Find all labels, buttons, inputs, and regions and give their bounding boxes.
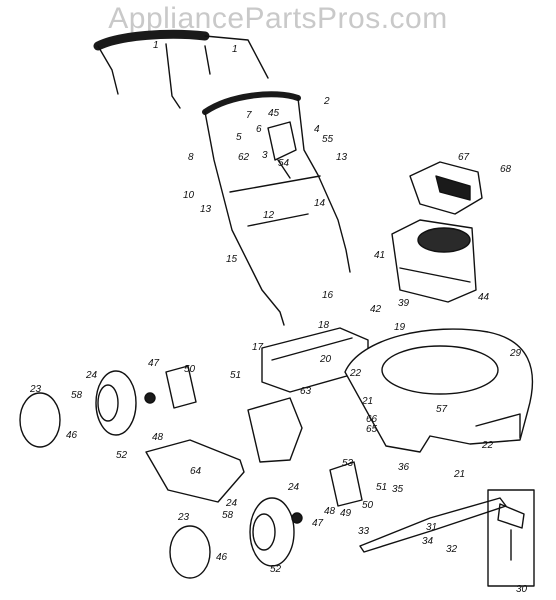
callout-68: 68 [500, 164, 512, 175]
callout-65: 65 [366, 424, 378, 435]
callout-63: 63 [300, 386, 312, 397]
callout-7: 7 [246, 110, 252, 121]
callout-15: 15 [226, 254, 238, 265]
engine [391, 219, 477, 303]
lower-handle [202, 91, 351, 326]
callout-42: 42 [370, 304, 382, 315]
callout-24: 24 [225, 498, 238, 509]
callout-47: 47 [148, 358, 160, 369]
callout-50: 50 [184, 364, 196, 375]
callout-23: 23 [29, 384, 42, 395]
callout-33: 33 [358, 526, 370, 537]
callout-48: 48 [152, 432, 164, 443]
callout-58: 58 [71, 390, 83, 401]
deflector [145, 397, 303, 503]
callout-54: 54 [278, 158, 290, 169]
callout-3: 3 [262, 150, 268, 161]
callout-66: 66 [366, 414, 378, 425]
callout-23: 23 [177, 512, 190, 523]
callout-46: 46 [216, 552, 228, 563]
callout-2: 2 [323, 96, 330, 107]
callout-48: 48 [324, 506, 336, 517]
rear-shield [261, 327, 369, 393]
callout-62: 62 [238, 152, 250, 163]
callout-46: 46 [66, 430, 78, 441]
callout-21: 21 [361, 396, 373, 407]
callout-32: 32 [446, 544, 458, 555]
callout-22: 22 [349, 368, 362, 379]
callout-5: 5 [236, 132, 242, 143]
callout-31: 31 [426, 522, 437, 533]
callout-22: 22 [481, 440, 494, 451]
engine-shroud [409, 161, 483, 215]
callout-6: 6 [256, 124, 262, 135]
throttle-control [267, 121, 297, 179]
callout-1: 1 [153, 40, 159, 51]
callout-51: 51 [376, 482, 387, 493]
upper-handle [93, 29, 269, 109]
callout-45: 45 [268, 108, 280, 119]
callout-52: 52 [270, 564, 282, 575]
callout-58: 58 [222, 510, 234, 521]
callout-20: 20 [319, 354, 332, 365]
callout-36: 36 [398, 462, 410, 473]
blade-adapter-detail [487, 489, 535, 587]
callout-51: 51 [230, 370, 241, 381]
callout-8: 8 [188, 152, 194, 163]
callout-50: 50 [362, 500, 374, 511]
callout-13: 13 [336, 152, 348, 163]
callout-53: 53 [342, 458, 354, 469]
mower-deck [344, 328, 534, 453]
callout-12: 12 [263, 210, 275, 221]
callout-29: 29 [509, 348, 522, 359]
callout-24: 24 [85, 370, 98, 381]
callout-67: 67 [458, 152, 470, 163]
height-adjusters [165, 365, 363, 507]
callout-24: 24 [287, 482, 300, 493]
callout-30: 30 [516, 584, 528, 595]
callout-35: 35 [392, 484, 404, 495]
callout-10: 10 [183, 190, 195, 201]
front-wheel [169, 497, 303, 579]
callout-17: 17 [252, 342, 264, 353]
callout-52: 52 [116, 450, 128, 461]
callout-4: 4 [314, 124, 320, 135]
callout-14: 14 [314, 198, 326, 209]
callout-64: 64 [190, 466, 202, 477]
callout-18: 18 [318, 320, 330, 331]
callout-19: 19 [394, 322, 406, 333]
callout-13: 13 [200, 204, 212, 215]
callout-41: 41 [374, 250, 385, 261]
rear-wheel [19, 370, 156, 448]
callout-55: 55 [322, 134, 334, 145]
callout-16: 16 [322, 290, 334, 301]
callout-39: 39 [398, 298, 410, 309]
callout-1: 1 [232, 44, 238, 55]
callout-47: 47 [312, 518, 324, 529]
callout-49: 49 [340, 508, 352, 519]
callout-44: 44 [478, 292, 490, 303]
callout-57: 57 [436, 404, 448, 415]
callout-21: 21 [453, 469, 465, 480]
callout-34: 34 [422, 536, 434, 547]
